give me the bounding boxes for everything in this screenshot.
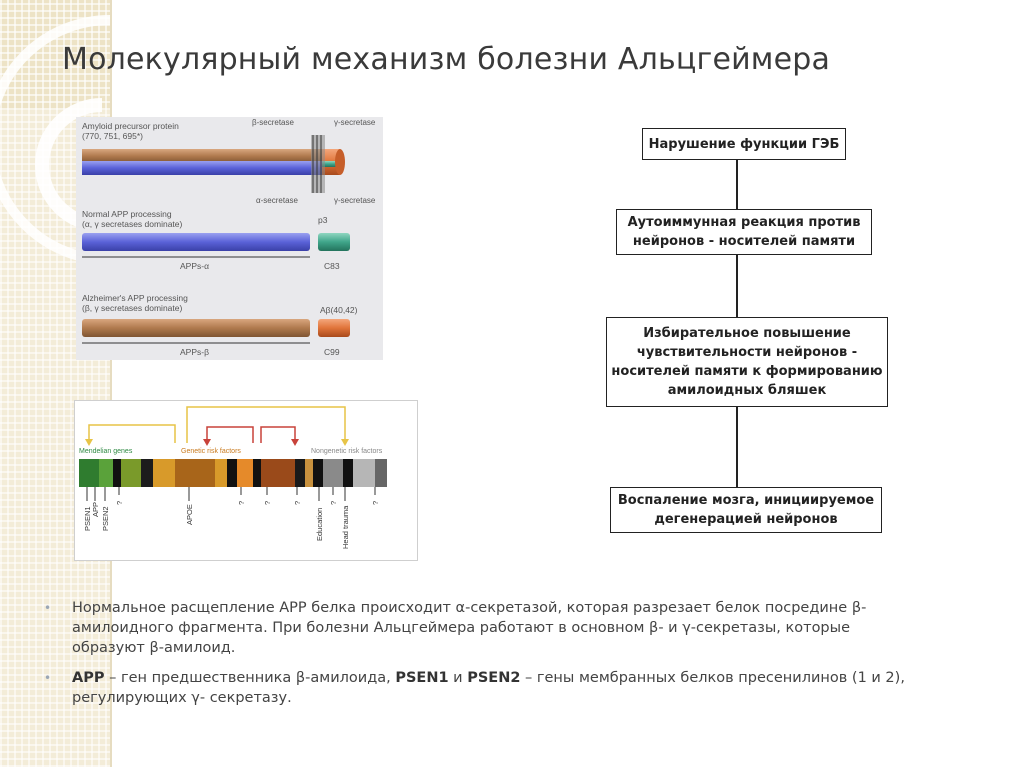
bullet-term-app: APP xyxy=(72,670,105,686)
bullet-list: • Нормальное расщепление APP белка проис… xyxy=(44,598,914,718)
arrowhead-genetic-1 xyxy=(203,439,211,446)
side-band-edge xyxy=(110,0,112,767)
label-abeta: Aβ(40,42) xyxy=(320,305,358,315)
flow-box-selective-sensitivity: Избирательное повышение чувствительности… xyxy=(606,317,888,407)
risk-factors-figure: Mendelian genes Genetic risk factors Non… xyxy=(74,400,418,561)
label-normal-dominate: (α, γ secretases dominate) xyxy=(82,219,183,229)
label-normal-processing: Normal APP processing xyxy=(82,209,172,219)
bullet-marker: • xyxy=(44,601,52,615)
label-amyloid-precursor: Amyloid precursor protein xyxy=(82,121,179,131)
bullet-text-2a: – ген предшественника β-амилоида, xyxy=(104,670,396,686)
arrow-genetic-1 xyxy=(206,426,254,443)
apps-beta-bar xyxy=(82,319,310,337)
risk-spectrum-bar xyxy=(79,459,387,487)
gene-label-unknown-1: ? xyxy=(115,501,124,505)
label-alz-dominate: (β, γ secretases dominate) xyxy=(82,303,182,313)
label-nongenetic-risk: Nongenetic risk factors xyxy=(311,448,383,455)
c99-bar xyxy=(318,319,350,337)
gene-label-app: APP xyxy=(91,502,100,517)
label-isoforms: (770, 751, 695*) xyxy=(82,131,143,141)
label-beta-secretase: β-secretase xyxy=(252,118,295,127)
membrane-segment xyxy=(311,135,325,193)
app-processing-figure: Amyloid precursor protein (770, 751, 695… xyxy=(76,117,383,360)
arrowhead-mendelian xyxy=(85,439,93,446)
gene-label-unknown-2: ? xyxy=(237,501,246,505)
c83-bar xyxy=(318,233,350,251)
gene-ticks xyxy=(86,487,376,501)
arrowhead-nongenetic xyxy=(341,439,349,446)
label-genetic-risk: Genetic risk factors xyxy=(181,448,241,455)
pathogenesis-flowchart: Нарушение функции ГЭБ Аутоиммунная реакц… xyxy=(600,120,900,540)
app-full-protein-bar xyxy=(82,149,345,175)
arrow-genetic-2 xyxy=(260,426,296,443)
bullet-marker: • xyxy=(44,671,52,685)
gene-label-unknown-5: ? xyxy=(329,501,338,505)
decorative-arc xyxy=(0,15,111,265)
label-apps-beta: APPs-β xyxy=(180,347,209,357)
flow-box-bbb-dysfunction: Нарушение функции ГЭБ xyxy=(642,128,846,160)
label-c99: C99 xyxy=(324,347,340,357)
label-gamma-secretase-bottom: γ-secretase xyxy=(334,196,376,205)
gene-label-head-trauma: Head trauma xyxy=(341,505,350,549)
bullet-item-1: • Нормальное расщепление APP белка проис… xyxy=(44,598,914,658)
label-gamma-secretase-top: γ-secretase xyxy=(334,118,376,127)
gene-labels: PSEN1 APP PSEN2 ? APOE ? ? ? Education ?… xyxy=(83,501,380,549)
bullet-item-2: • APP – ген предшественника β-амилоида, … xyxy=(44,668,914,708)
bullet-term-psen2: PSEN2 xyxy=(467,670,521,686)
label-alpha-secretase: α-secretase xyxy=(256,196,299,205)
gene-label-unknown-6: ? xyxy=(371,501,380,505)
gene-label-unknown-4: ? xyxy=(293,501,302,505)
arrowhead-genetic-2 xyxy=(291,439,299,446)
label-apps-alpha: APPs-α xyxy=(180,261,209,271)
apps-alpha-bar xyxy=(82,233,310,251)
label-p3: p3 xyxy=(318,215,328,225)
flow-box-autoimmune-reaction: Аутоиммунная реакция против нейронов - н… xyxy=(616,209,872,255)
gene-label-education: Education xyxy=(315,508,324,541)
label-mendelian-genes: Mendelian genes xyxy=(79,448,133,455)
bullet-text-1: Нормальное расщепление APP белка происхо… xyxy=(72,600,867,656)
label-c83: C83 xyxy=(324,261,340,271)
connector-1-2 xyxy=(736,158,738,210)
connector-2-3 xyxy=(736,254,738,318)
arrow-nongenetic xyxy=(186,406,346,443)
gene-label-psen1: PSEN1 xyxy=(83,506,92,531)
gene-label-apoe: APOE xyxy=(185,504,194,525)
slide-title: Молекулярный механизм болезни Альцгеймер… xyxy=(62,42,831,77)
bullet-text-2b: – гены мембранных белков пресенилинов (1… xyxy=(72,670,905,706)
arrow-mendelian xyxy=(88,424,176,443)
connector-3-4 xyxy=(736,406,738,488)
flow-box-brain-inflammation: Воспаление мозга, инициируемое дегенерац… xyxy=(610,487,882,533)
bullet-text-2-and: и xyxy=(448,670,468,686)
bullet-term-psen1: PSEN1 xyxy=(395,670,449,686)
label-alz-processing: Alzheimer's APP processing xyxy=(82,293,188,303)
gene-label-unknown-3: ? xyxy=(263,501,272,505)
gene-label-psen2: PSEN2 xyxy=(101,506,110,531)
